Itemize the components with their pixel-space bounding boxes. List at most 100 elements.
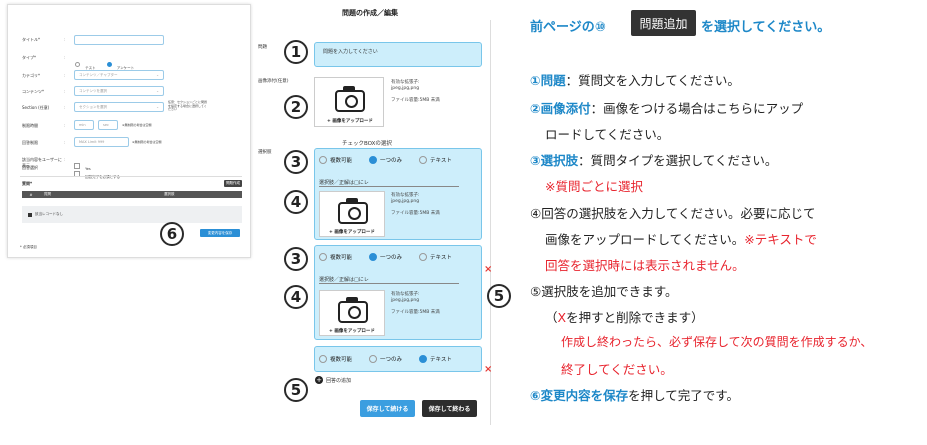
type-radio-group: テスト アンケート xyxy=(75,54,134,73)
radio-text[interactable] xyxy=(419,253,427,261)
time-sec-input[interactable]: sec xyxy=(98,120,118,130)
category-select[interactable]: コンテンツ／チャプター ⌄ xyxy=(74,70,164,80)
image-upload-box[interactable]: + 画像をアップロード xyxy=(314,77,384,127)
instruction-4: ④回答の選択肢を入力してください。必要に応じて xyxy=(530,206,816,221)
option-multi[interactable]: 複数可能 xyxy=(319,156,352,164)
delete-choice-2-icon[interactable]: × xyxy=(484,264,493,275)
colon: : xyxy=(64,105,66,110)
no-record-text: 該当レコードなし xyxy=(35,212,63,216)
option-single-label: 一つのみ xyxy=(380,255,403,261)
choice-input[interactable]: 選択肢／正解は□にレ xyxy=(319,266,459,284)
option-text[interactable]: テキスト xyxy=(419,156,452,164)
radio-multi[interactable] xyxy=(319,253,327,261)
section-note: 任意：セクションごとに問題を設定する場合に選択してください xyxy=(168,100,208,111)
choice-upload-info: 有効な拡張子: jpeg,jpg,png ファイル容量:5MB 未満 xyxy=(391,193,440,217)
upload-label: + 画像をアップロード xyxy=(329,230,375,235)
option-text-label: テキスト xyxy=(430,255,452,261)
required-note: * 必須項目 xyxy=(20,245,37,249)
instruction-6-bold: ⑥変更内容を保存 xyxy=(530,388,629,403)
option-multi-label: 複数可能 xyxy=(330,255,353,261)
save-changes-button[interactable]: 変更内容を保存 xyxy=(200,229,240,237)
add-choice-link[interactable]: + 回答の追加 xyxy=(315,376,351,384)
add-choice-label: 回答の追加 xyxy=(326,377,352,384)
answer-limit-input[interactable]: MAX Limit 999 xyxy=(74,137,129,147)
time-note: ※無制限の場合は空欄 xyxy=(122,123,152,127)
marker-4b: 4 xyxy=(284,285,308,309)
question-placeholder: 問題を入力してください xyxy=(323,49,378,55)
radio-multi[interactable] xyxy=(319,355,327,363)
option-text[interactable]: テキスト xyxy=(419,355,452,363)
option-single[interactable]: 一つのみ xyxy=(369,156,402,164)
settings-form-panel: タイトル* : タイプ* : テスト アンケート カテゴリ* : コンテンツ／チ… xyxy=(7,4,251,258)
choice-image-upload[interactable]: + 画像をアップロード xyxy=(319,191,385,237)
camera-icon xyxy=(338,198,368,224)
option-text-label: テキスト xyxy=(430,357,452,363)
option-multi-label: 複数可能 xyxy=(330,357,353,363)
option-single-label: 一つのみ xyxy=(380,357,403,363)
choice-block-1: 複数可能 一つのみ テキスト 選択肢／正解は□にレ + 画像をアップロード 有効… xyxy=(314,148,482,240)
form-label-time-limit: 制限時間 xyxy=(22,123,38,128)
col-header-num: # xyxy=(29,192,33,197)
camera-icon xyxy=(338,297,368,323)
answer-limit-placeholder: MAX Limit 999 xyxy=(79,140,105,144)
radio-single[interactable] xyxy=(369,156,377,164)
colon: : xyxy=(64,37,66,42)
radio-text[interactable] xyxy=(419,156,427,164)
form-label-answer-limit: 回答制限 xyxy=(22,140,38,145)
radio-survey-label: アンケート xyxy=(116,66,135,70)
radio-text[interactable] xyxy=(419,355,427,363)
marker-3: 3 xyxy=(284,150,308,174)
option-single[interactable]: 一つのみ xyxy=(369,253,402,261)
question-input[interactable]: 問題を入力してください xyxy=(314,42,482,67)
content-select[interactable]: コンテンツを選択 ⌄ xyxy=(74,86,164,96)
show-user-checkbox-row: Yes xyxy=(74,155,91,174)
time-min-placeholder: min xyxy=(79,123,86,127)
save-finish-button[interactable]: 保存して終わる xyxy=(422,400,477,417)
choice-image-upload[interactable]: + 画像をアップロード xyxy=(319,290,385,336)
col-header-question: 質問 xyxy=(44,192,51,196)
colon: : xyxy=(64,73,66,78)
choices-section-label: 選択肢 xyxy=(258,150,272,155)
category-select-value: コンテンツ／チャプター xyxy=(79,72,118,77)
choice-upload-info: 有効な拡張子: jpeg,jpg,png ファイル容量:5MB 未満 xyxy=(391,292,440,316)
instruction-5b-post: を押すと削除できます） xyxy=(566,310,704,325)
form-label-section: Section (任意) xyxy=(22,105,50,110)
choice-input[interactable]: 選択肢／正解は□にレ xyxy=(319,169,459,187)
section-select[interactable]: セクションを選択 ⌄ xyxy=(74,102,164,112)
radio-single[interactable] xyxy=(369,253,377,261)
option-multi[interactable]: 複数可能 xyxy=(319,253,352,261)
size-info: ファイル容量:5MB 未満 xyxy=(391,211,440,216)
title-input[interactable] xyxy=(74,35,164,45)
instruction-4b-pre: 画像をアップロードしてください。 xyxy=(545,232,745,247)
option-single[interactable]: 一つのみ xyxy=(369,355,402,363)
delete-choice-3-icon[interactable]: × xyxy=(484,364,493,375)
radio-single[interactable] xyxy=(369,355,377,363)
add-question-small-button[interactable]: 問題作成 xyxy=(224,180,242,187)
marker-2: 2 xyxy=(284,95,308,119)
option-multi[interactable]: 複数可能 xyxy=(319,355,352,363)
instruction-3-rest: ：質問タイプを選択してください。 xyxy=(578,153,778,168)
required-label: 回答完了を必須とする xyxy=(85,175,120,179)
questions-table-header: # 質問 選択肢 xyxy=(22,191,242,198)
heading-pre: 前ページの⑩ xyxy=(530,20,606,35)
chevron-down-icon: ⌄ xyxy=(156,105,159,109)
radio-multi[interactable] xyxy=(319,156,327,164)
radio-test[interactable] xyxy=(75,62,80,67)
time-min-input[interactable]: min xyxy=(74,120,94,130)
ext-info: 有効な拡張子: xyxy=(391,80,420,85)
instruction-5b-x: X xyxy=(557,310,567,325)
instruction-4b: 画像をアップロードしてください。※テキストで xyxy=(545,229,817,248)
show-user-checkbox[interactable] xyxy=(74,162,80,169)
choice-input-placeholder: 選択肢／正解は□にレ xyxy=(319,277,369,283)
instruction-6: ⑥変更内容を保存を押して完了です。 xyxy=(530,385,739,404)
form-label-category: カテゴリ* xyxy=(22,73,40,78)
instruction-1: ①問題：質問文を入力してください。 xyxy=(530,70,740,89)
save-continue-button[interactable]: 保存して続ける xyxy=(360,400,415,417)
add-question-pill: 問題追加 xyxy=(631,10,696,36)
form-label-show-user: 該当内容をユーザーに表示 xyxy=(22,157,62,168)
ext-info: 有効な拡張子: xyxy=(391,193,420,198)
option-text[interactable]: テキスト xyxy=(419,253,452,261)
radio-survey[interactable] xyxy=(106,62,112,67)
size-info: ファイル容量:5MB 未満 xyxy=(391,98,440,103)
instruction-5: ⑤選択肢を追加できます。 xyxy=(530,284,678,299)
